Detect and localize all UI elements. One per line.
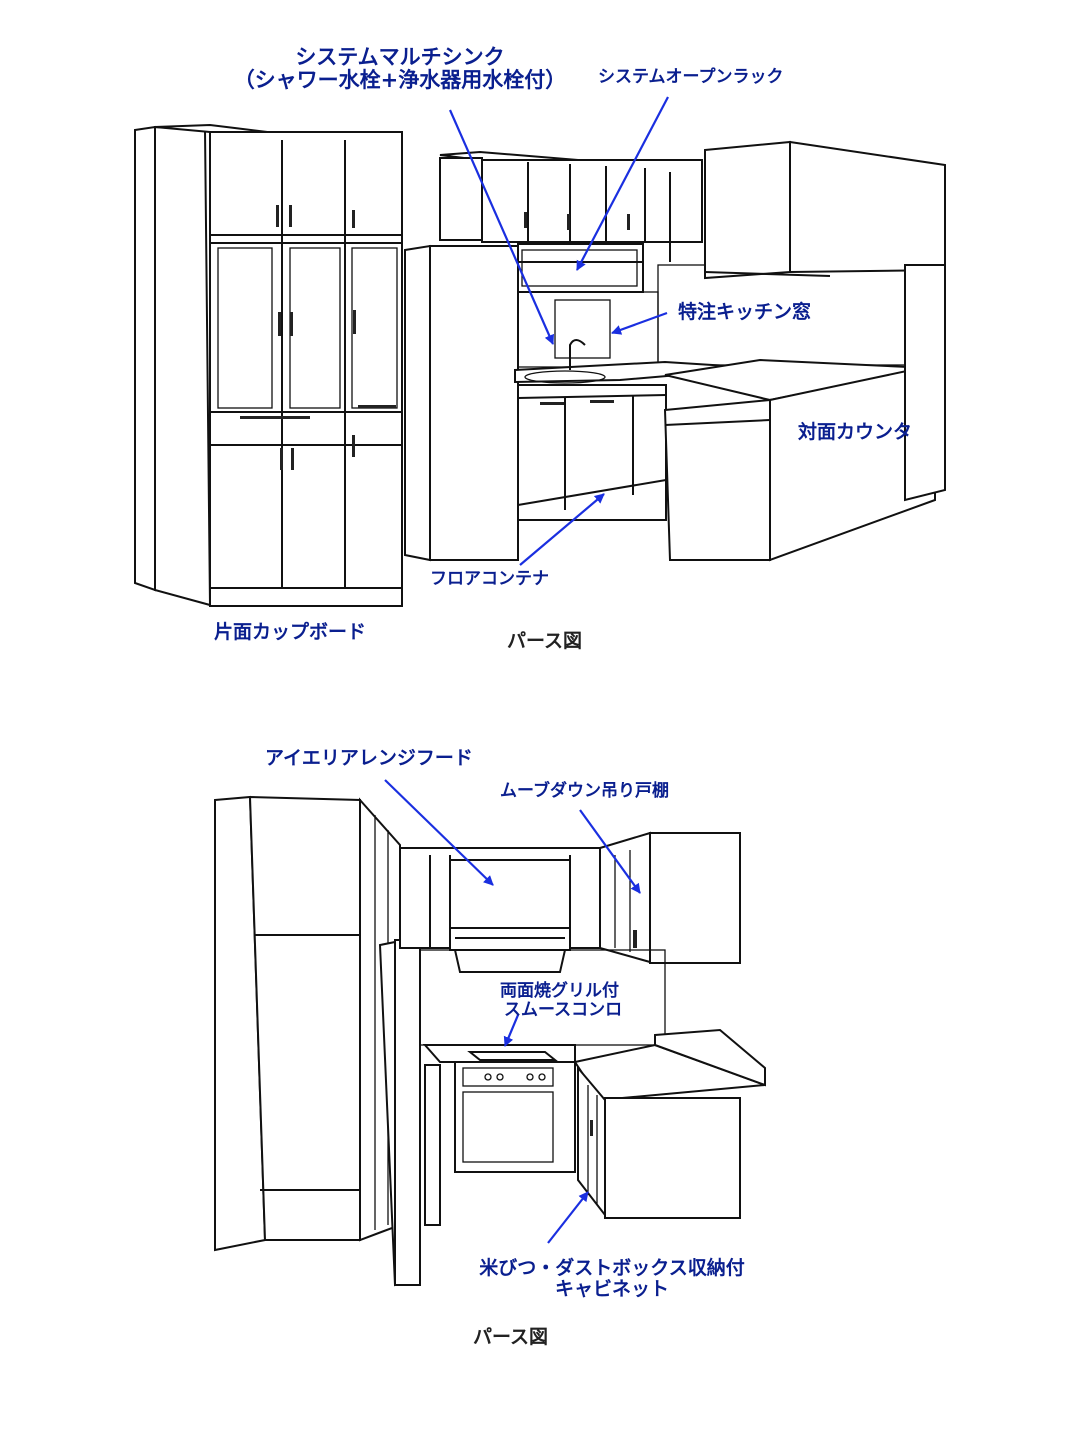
arrow-floor-container: [519, 493, 605, 566]
label-counter: 対面カウンタ: [798, 421, 913, 443]
arrow-stove: [503, 1014, 520, 1047]
range-hood: [704, 140, 946, 280]
label-cabinet-line2: キャビネット: [554, 1277, 669, 1300]
label-kitchen-window: 特注キッチン窓: [678, 301, 812, 323]
label-stove: 両面焼グリル付 スムースコンロ: [500, 982, 622, 1019]
label-multi-sink-line1: システムマルチシンク: [295, 45, 505, 69]
arrow-open-rack: [576, 96, 669, 271]
refrigerator: [404, 244, 519, 562]
label-cabinet: 米びつ・ダストボックス収納付 キャビネット: [462, 1258, 762, 1300]
label-multi-sink: システムマルチシンク （シャワー水栓+浄水器用水栓付）: [225, 45, 575, 93]
top-arrows: [448, 96, 669, 566]
movedown-cabinet: [599, 831, 741, 964]
label-cabinet-line1: 米びつ・ダストボックス収納付: [479, 1257, 745, 1279]
top-perspective-drawing: [134, 123, 946, 607]
label-cupboard: 片面カップボード: [214, 621, 367, 643]
face-counter: [663, 264, 946, 562]
label-stove-line2: スムースコンロ: [504, 999, 623, 1020]
stove-counter: [422, 1044, 576, 1173]
bottom-perspective-drawing: [214, 795, 766, 1287]
right-counter-cabinet: [573, 1028, 766, 1219]
label-range-hood: アイエリアレンジフード: [265, 747, 473, 769]
label-movedown-cabinet: ムーブダウン吊り戸棚: [500, 781, 669, 801]
left-lower-appliance: [424, 1064, 441, 1226]
arrow-kitchen-window: [611, 311, 668, 335]
label-multi-sink-line2: （シャワー水栓+浄水器用水栓付）: [233, 68, 567, 93]
back-upper-cabinets: [399, 847, 601, 973]
upper-cabinets: [439, 150, 703, 293]
refrigerator-bottom: [378, 938, 422, 1287]
arrow-movedown-cabinet: [579, 809, 641, 894]
cupboard-unit: [134, 123, 403, 607]
arrow-cabinet: [547, 1191, 589, 1244]
arrow-range-hood: [384, 779, 494, 886]
sink-counter: [514, 339, 761, 521]
label-open-rack: システムオープンラック: [598, 67, 784, 87]
bottom-arrows: [384, 779, 641, 1244]
caption-top: パース図: [507, 630, 583, 652]
left-tall-cabinet: [214, 795, 401, 1252]
label-stove-line1: 両面焼グリル付: [500, 981, 619, 1001]
label-floor-container: フロアコンテナ: [430, 569, 549, 589]
caption-bottom: パース図: [473, 1326, 549, 1348]
arrow-multi-sink: [448, 109, 555, 345]
